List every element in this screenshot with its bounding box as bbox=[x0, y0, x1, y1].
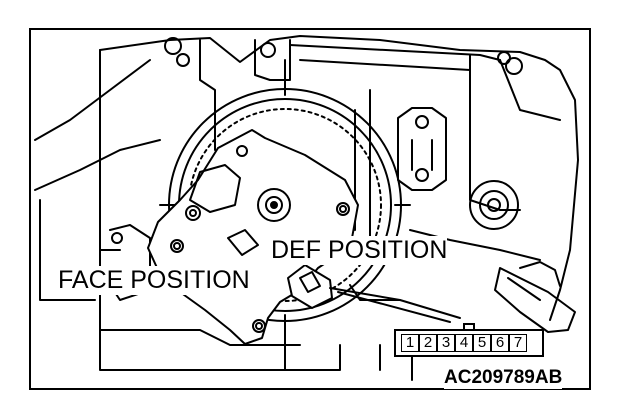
boss bbox=[469, 180, 519, 230]
def-position-label: DEF POSITION bbox=[271, 236, 448, 265]
connector-pins: 1 2 3 4 5 6 7 bbox=[401, 334, 527, 352]
figure-id: AC209789AB bbox=[444, 367, 563, 389]
housing-outline bbox=[99, 35, 579, 321]
connector-pin: 2 bbox=[419, 334, 437, 352]
bracket-slot bbox=[397, 107, 447, 191]
connector-pin: 3 bbox=[437, 334, 455, 352]
connector-pin: 1 bbox=[401, 334, 419, 352]
connector-pin: 7 bbox=[509, 334, 527, 352]
mount-hole bbox=[164, 37, 182, 55]
housing-left-wall bbox=[99, 49, 341, 371]
connector-pin: 6 bbox=[491, 334, 509, 352]
actuator-connector bbox=[287, 264, 333, 309]
connector-pin: 4 bbox=[455, 334, 473, 352]
face-position-label: FACE POSITION bbox=[58, 266, 250, 295]
figure-frame bbox=[29, 28, 591, 390]
connector-pin: 5 bbox=[473, 334, 491, 352]
connector-tab bbox=[463, 323, 475, 330]
